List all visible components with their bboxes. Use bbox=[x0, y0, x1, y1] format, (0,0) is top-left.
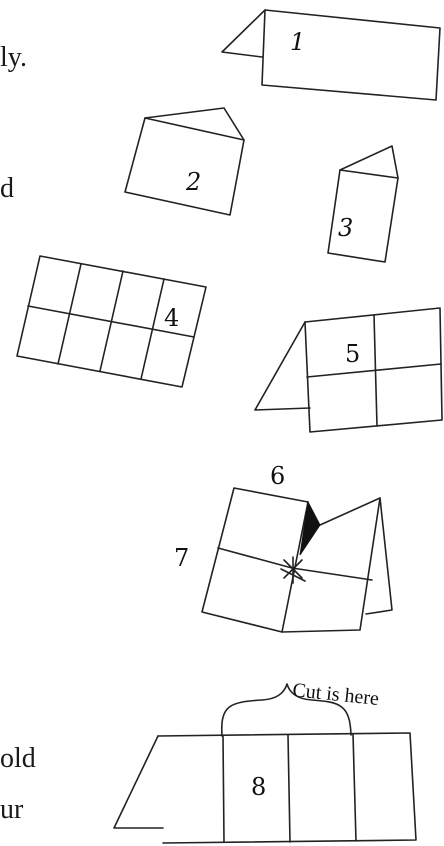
figure-4: 4 bbox=[17, 256, 206, 387]
figure-5: 5 bbox=[255, 308, 442, 432]
figure-6-7-flap bbox=[366, 498, 392, 614]
figure-8-creases bbox=[223, 734, 356, 842]
figure-6-label: 6 bbox=[270, 462, 285, 490]
figure-5-crease-horizontal bbox=[307, 364, 441, 377]
figure-4-crease-3 bbox=[141, 279, 164, 379]
figure-2-sheet bbox=[125, 118, 244, 215]
figure-2-flap bbox=[145, 108, 244, 140]
figure-8-flap bbox=[114, 736, 163, 828]
figure-1-label: 1 bbox=[290, 28, 305, 56]
figure-7-label: 7 bbox=[174, 544, 189, 572]
figure-2: 2 bbox=[125, 108, 244, 215]
figure-1: 1 bbox=[222, 10, 440, 100]
figure-3: 3 bbox=[328, 146, 398, 262]
figure-8-label: 8 bbox=[251, 773, 266, 801]
figure-6-7-left-panel bbox=[202, 488, 308, 632]
figure-5-flap bbox=[255, 322, 310, 410]
figure-4-label: 4 bbox=[164, 304, 179, 332]
figure-3-label: 3 bbox=[338, 214, 353, 242]
figure-5-label: 5 bbox=[345, 340, 360, 368]
figure-2-label: 2 bbox=[185, 168, 201, 196]
cut-annotation-label: Cut is here bbox=[291, 679, 380, 710]
figure-8-sheet bbox=[158, 733, 416, 843]
figure-6-7: 6 7 bbox=[174, 462, 392, 632]
figure-4-crease-2 bbox=[100, 271, 123, 371]
figure-1-sheet bbox=[262, 10, 440, 100]
figure-4-crease-1 bbox=[58, 264, 81, 364]
figure-1-flap bbox=[222, 10, 265, 57]
figure-8: Cut is here 8 bbox=[114, 679, 416, 843]
